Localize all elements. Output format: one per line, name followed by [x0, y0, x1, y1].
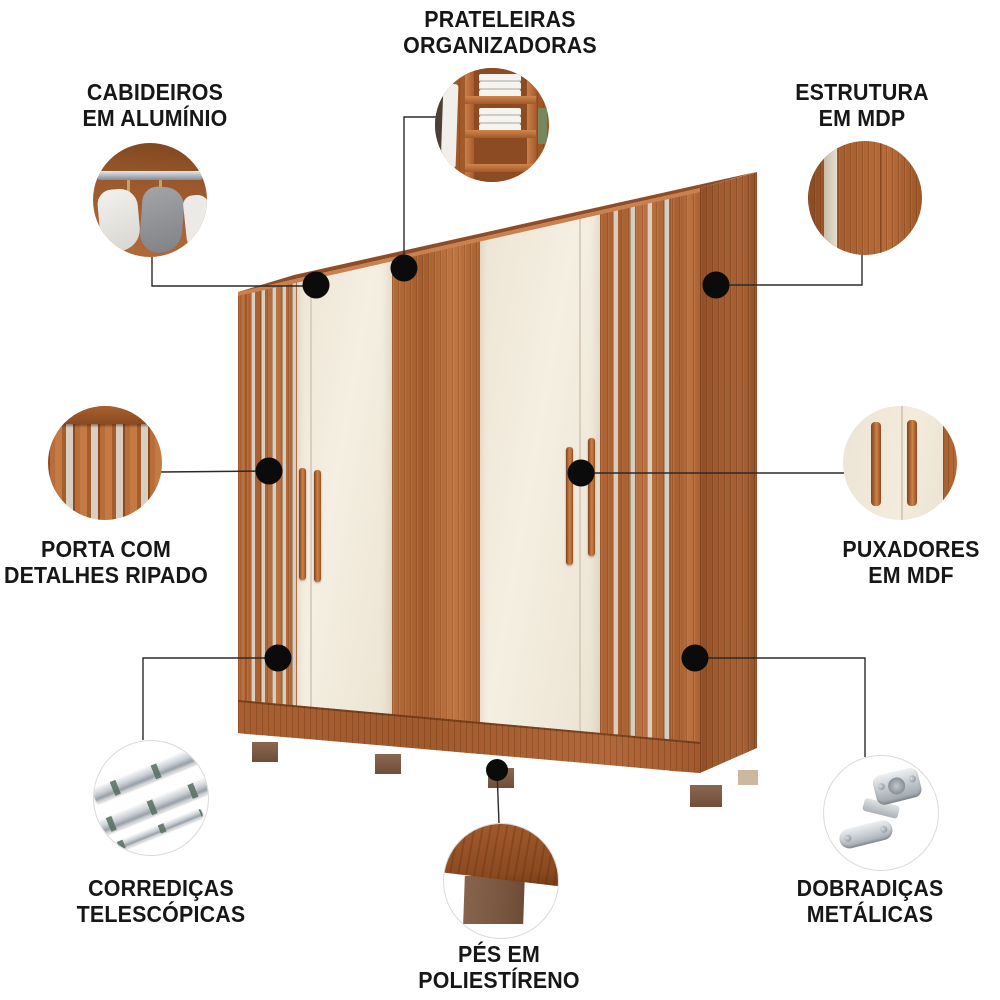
slat-gap — [630, 194, 635, 771]
callout-dot — [255, 457, 283, 485]
callout-dot — [486, 759, 508, 781]
cream-stripe — [824, 141, 837, 255]
callout-dot — [302, 271, 330, 299]
slat-gap — [251, 279, 255, 738]
label-puxadores: PUXADORES EM MDF — [772, 536, 1000, 588]
door-handle — [314, 470, 321, 582]
callout-line — [160, 470, 270, 473]
interior-shadow — [435, 86, 443, 168]
green-item — [538, 108, 547, 144]
hanger-hook — [127, 180, 130, 192]
label-line: EM MDF — [868, 562, 954, 588]
slat-gap — [664, 194, 669, 771]
door-seam — [901, 406, 903, 520]
door-handle — [907, 420, 917, 506]
center-wood-panel — [392, 238, 480, 754]
wardrobe-foot — [690, 785, 722, 807]
right-cream-door — [480, 211, 600, 764]
label-line: ESTRUTURA — [795, 79, 929, 105]
door-handle — [299, 468, 306, 580]
left-stile — [238, 290, 246, 734]
label-line: DETALHES RIPADO — [3, 562, 209, 588]
door-handle — [566, 447, 573, 565]
slat-gap — [261, 279, 265, 738]
callout-line — [151, 254, 316, 287]
metal-hinge-photo — [823, 755, 939, 871]
hanging-cloth — [440, 83, 459, 169]
slat-gap — [292, 279, 296, 738]
foot-photo — [443, 823, 559, 939]
white-garment — [96, 187, 142, 253]
shelf-side-board — [465, 68, 474, 182]
label-line: EM ALUMÍNIO — [82, 105, 228, 131]
label-line: DOBRADIÇAS — [796, 875, 944, 901]
cabinet-hinge — [826, 762, 937, 862]
label-line: CORREDIÇAS — [88, 875, 234, 901]
door-handle — [588, 438, 595, 556]
label-cabideiros: CABIDEIROS EM ALUMÍNIO — [16, 79, 295, 131]
callout-line — [695, 657, 866, 757]
hanging-rod — [96, 171, 204, 180]
shelf-side-board — [527, 68, 536, 182]
label-line: POLIESTÍRENO — [418, 967, 580, 993]
callout-line — [716, 254, 863, 286]
callout-dot — [390, 254, 418, 282]
label-line: PÉS EM — [458, 941, 540, 967]
door-seam — [310, 257, 312, 746]
slat-gap — [613, 194, 618, 771]
mdp-structure-photo — [808, 141, 922, 255]
label-line: TELESCÓPICAS — [76, 901, 246, 927]
label-dobradicas: DOBRADIÇAS METÁLICAS — [731, 875, 1000, 927]
label-porta: PORTA COM DETALHES RIPADO — [0, 536, 246, 588]
aluminum-rod-photo — [93, 143, 207, 257]
right-slat-door — [600, 194, 672, 771]
callout-dot — [702, 271, 730, 299]
callout-line — [403, 116, 436, 268]
telescopic-slides-photo — [93, 740, 209, 856]
wardrobe-foot — [252, 742, 278, 762]
folded-towel — [479, 82, 521, 90]
door-handle — [871, 422, 881, 506]
shelf — [465, 164, 536, 172]
label-line: PORTA COM — [40, 536, 171, 562]
slat-gap — [282, 279, 286, 738]
label-estrutura: ESTRUTURA EM MDP — [723, 79, 1000, 131]
handles-photo — [843, 406, 957, 520]
wood-edge — [943, 406, 957, 520]
right-stile — [672, 188, 700, 773]
label-line: PRATELEIRAS — [424, 6, 576, 32]
label-corredicas: CORREDIÇAS TELESCÓPICAS — [22, 875, 301, 927]
polystyrene-foot — [463, 876, 525, 924]
slatted-door-photo — [48, 406, 162, 520]
shelves-photo — [435, 68, 549, 182]
folded-towel — [479, 108, 521, 116]
label-line: PUXADORES — [842, 536, 980, 562]
label-line: EM MDP — [818, 105, 906, 131]
label-line: CABIDEIROS — [86, 79, 224, 105]
wood-seam — [880, 141, 882, 255]
callout-dot — [567, 459, 595, 487]
wardrobe-foot — [375, 754, 401, 774]
callout-dot — [681, 644, 709, 672]
slat-gap — [647, 194, 652, 771]
callout-line — [142, 657, 278, 740]
callout-dot — [264, 644, 292, 672]
wardrobe-foot — [738, 770, 758, 785]
slat-gap — [272, 279, 276, 738]
shelf — [465, 130, 536, 138]
label-line: METÁLICAS — [806, 901, 934, 927]
door-seam — [579, 211, 581, 764]
folded-towel — [479, 74, 521, 82]
label-pes: PÉS EM POLIESTÍRENO — [360, 941, 639, 993]
label-line: ORGANIZADORAS — [403, 32, 597, 58]
gray-garment — [138, 185, 186, 255]
left-cream-door — [297, 257, 392, 746]
white-garment — [182, 193, 207, 251]
label-prateleiras: PRATELEIRAS ORGANIZADORAS — [361, 6, 640, 58]
shelf — [465, 96, 536, 104]
door-top-rail — [48, 406, 162, 424]
folded-towel — [479, 116, 521, 124]
